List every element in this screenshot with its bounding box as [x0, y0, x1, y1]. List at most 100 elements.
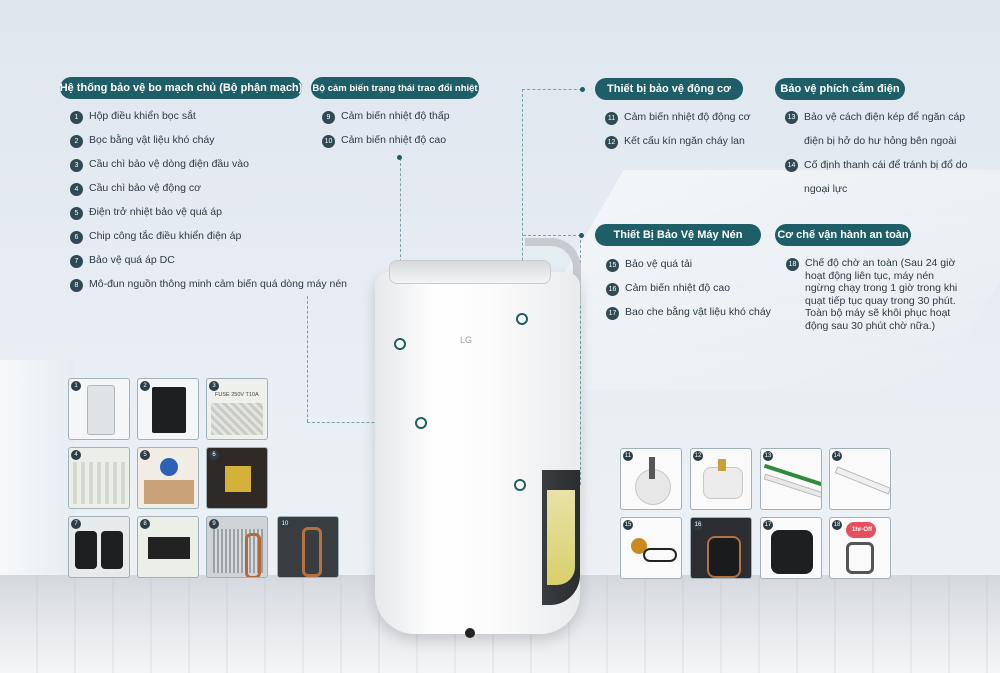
circuit-image: [73, 462, 125, 504]
hotspot-compressor[interactable]: [514, 479, 526, 491]
thumbnail-15: 15: [620, 517, 682, 579]
item-text: Bao che bằng vật liệu khó cháy: [625, 306, 771, 318]
coil-image: [213, 529, 263, 573]
connector-dot: [579, 233, 584, 238]
item-number: 14: [785, 159, 798, 172]
item-number: 11: [605, 112, 618, 125]
thumbnail-number: 2: [140, 381, 150, 391]
pipe-image: [302, 527, 322, 577]
thumbnail-10: 10: [277, 516, 339, 578]
motor-shaft-image: [718, 459, 726, 471]
thumbnail-1: 1: [68, 378, 130, 440]
thumbnail-number: 16: [693, 520, 703, 530]
timer-badge: [846, 522, 876, 538]
item-text: Mô-đun nguồn thông minh cảm biến quá dòn…: [89, 278, 348, 290]
section-motor-title: Thiết bị bảo vệ động cơ: [595, 78, 743, 100]
connector-line: [307, 422, 419, 423]
thumbnail-3: 3 FUSE 250V T10A: [206, 378, 268, 440]
item-number: 5: [70, 207, 83, 220]
connector-line: [522, 89, 523, 315]
item-number: 17: [606, 307, 619, 320]
thumbnail-number: 13: [763, 451, 773, 461]
item-text: Bọc bằng vật liệu khó cháy: [89, 134, 215, 146]
list-item: 8 Mô-đun nguồn thông minh cảm biến quá dò…: [70, 278, 350, 302]
item-number: 18: [786, 258, 799, 271]
device-tank-window: [547, 490, 575, 585]
connector-line: [400, 158, 401, 338]
hotspot-motor[interactable]: [516, 313, 528, 325]
thumbnail-number: 4: [71, 450, 81, 460]
cover-image: [771, 530, 813, 574]
fuse-label: FUSE 250V T10A: [215, 392, 259, 398]
thumbnail-5: 5: [137, 447, 199, 509]
item-text: Bảo vệ cách điện kép để ngăn cáp điện bị…: [804, 111, 966, 147]
device-outline-icon: [846, 542, 874, 574]
thumbnail-9: 9: [206, 516, 268, 578]
item-number: 3: [70, 159, 83, 172]
section-safety-title: Cơ chế vận hành an toàn: [775, 224, 911, 246]
item-number: 15: [606, 259, 619, 272]
chip-image: [225, 466, 251, 492]
thumbnail-13: 13: [760, 448, 822, 510]
item-text: Điện trở nhiệt bảo vệ quá áp: [89, 206, 222, 218]
timer-label: 1hr-Off: [852, 527, 872, 533]
list-item: 16 Cảm biến nhiệt độ cao: [606, 282, 776, 306]
thumbnail-number: 11: [623, 451, 633, 461]
thumbnail-6: 6: [206, 447, 268, 509]
thumbnail-number: 6: [209, 450, 219, 460]
capacitor-image: [101, 531, 123, 569]
thumbnail-number: 3: [209, 381, 219, 391]
window: [0, 360, 75, 580]
item-number: 10: [322, 135, 335, 148]
thumbnail-number: 14: [832, 451, 842, 461]
hotspot-board[interactable]: [415, 417, 427, 429]
list-item: 5 Điện trở nhiệt bảo vệ quá áp: [70, 206, 350, 230]
item-number: 1: [70, 111, 83, 124]
item-text: Cảm biến nhiệt độ thấp: [341, 110, 450, 122]
item-text: Bảo vệ quá tải: [625, 258, 693, 270]
section-board-title: Hệ thống bảo vệ bo mạch chủ (Bộ phận mạc…: [60, 77, 302, 99]
thumbnail-number: 9: [209, 519, 219, 529]
item-number: 4: [70, 183, 83, 196]
list-item: 15 Bảo vệ quá tải: [606, 258, 776, 282]
item-number: 12: [605, 136, 618, 149]
circuit-image: [144, 480, 194, 504]
item-text: Cảm biến nhiệt độ cao: [625, 282, 731, 294]
cable-image: [834, 466, 890, 495]
motor-shaft-image: [649, 457, 655, 479]
thumbnail-number: 18: [832, 520, 842, 530]
compressor-list: 15 Bảo vệ quá tải 16 Cảm biến nhiệt độ cao…: [606, 258, 776, 330]
connector-line: [580, 235, 581, 485]
thumbnail-number: 5: [140, 450, 150, 460]
cover-image: [152, 387, 186, 433]
item-text: Bảo vệ quá áp DC: [89, 254, 175, 266]
connector-line: [307, 296, 308, 422]
thumbnail-2: 2: [137, 378, 199, 440]
brand-logo: LG: [460, 335, 473, 345]
thumbnail-7: 7: [68, 516, 130, 578]
cable-image: [643, 548, 677, 562]
thumbnail-number: 1: [71, 381, 81, 391]
hotspot-sensor[interactable]: [394, 338, 406, 350]
dehumidifier: LG: [375, 238, 581, 640]
item-number: 16: [606, 283, 619, 296]
connector-dot: [580, 87, 585, 92]
thumbnail-4: 4: [68, 447, 130, 509]
item-number: 8: [70, 279, 83, 292]
section-plug-title: Bảo vệ phích cắm điện: [775, 78, 905, 100]
item-number: 6: [70, 231, 83, 244]
